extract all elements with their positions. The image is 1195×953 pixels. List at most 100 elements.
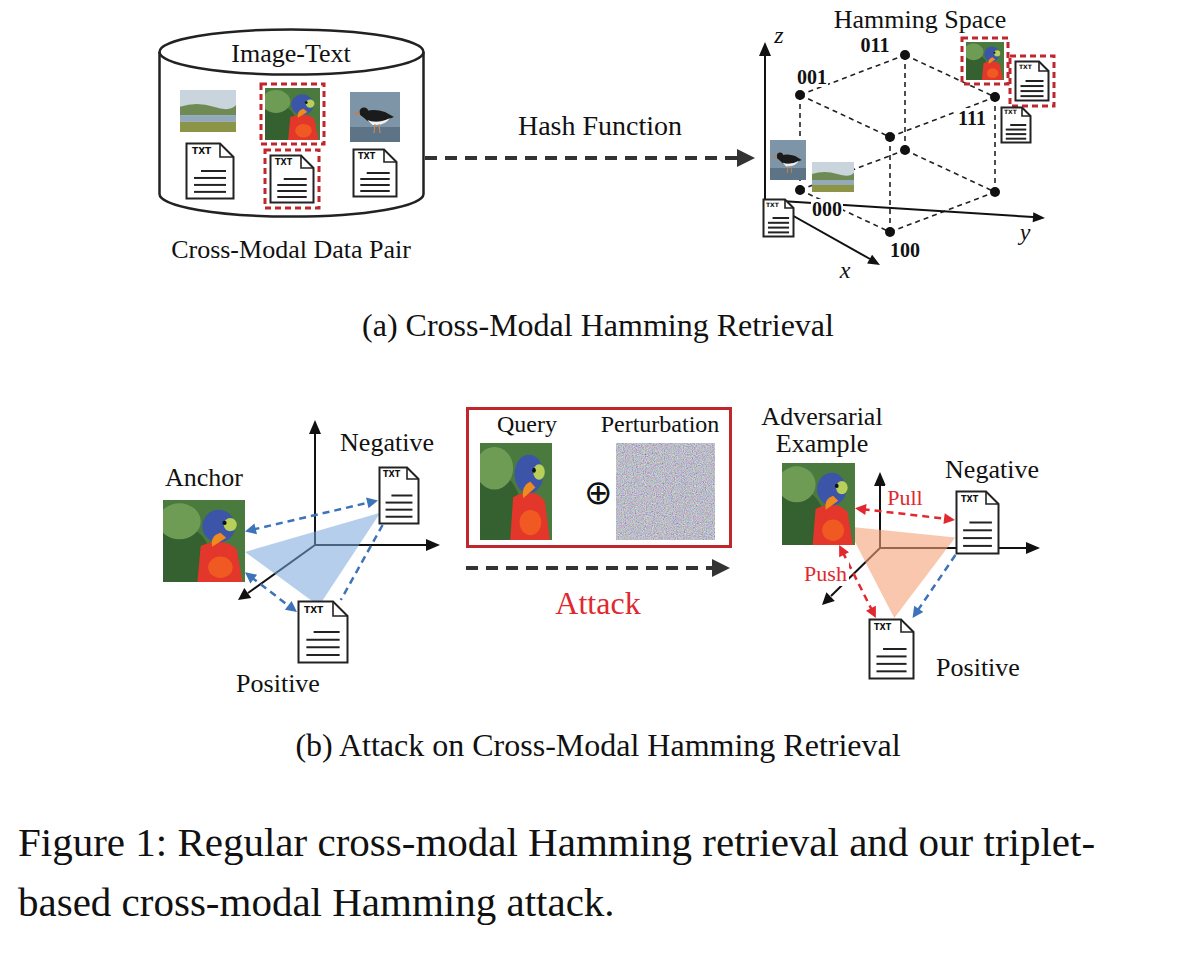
hamming-cube: [904, 55, 906, 150]
document-text-line: [969, 522, 992, 524]
document-fold: [1022, 108, 1031, 117]
document-text-line: [1006, 138, 1026, 140]
hamming-space: Hamming SpaceTXTTXTTXT: [755, 3, 1055, 270]
document-outline: [299, 602, 348, 663]
document-tag: TXT: [358, 153, 375, 162]
triplet-axes-left: [426, 539, 440, 551]
document-text-line: [1020, 85, 1043, 87]
document-outline: [1016, 62, 1049, 101]
document-text-line: [876, 655, 906, 657]
document-tag: TXT: [1004, 109, 1017, 116]
connector-label: Hash Function: [516, 110, 684, 142]
cube-axes: [759, 42, 1045, 265]
document-fold: [384, 150, 397, 163]
vertex-code: 011: [860, 35, 891, 55]
axis-label: z: [774, 22, 783, 50]
triplet-triangle: [847, 527, 955, 618]
document-text-line: [277, 196, 306, 198]
document-text-line: [773, 217, 790, 219]
xor-symbol: ⊕: [584, 473, 612, 512]
connector: [913, 555, 956, 618]
document-text-line: [1020, 95, 1043, 97]
text-document: TXTPositive: [297, 600, 349, 664]
document-tag: TXT: [874, 624, 891, 633]
cube-vertices: [885, 227, 895, 237]
hamming-cube: [800, 95, 890, 137]
hamming-cube: [890, 97, 995, 137]
database-pictures: [261, 84, 324, 144]
arrowhead: [285, 601, 297, 612]
document-text-line: [1010, 124, 1026, 126]
document-fold: [333, 602, 348, 617]
triplet-axes-right: [1026, 542, 1040, 554]
document-text-line: [194, 191, 226, 193]
triplet-axes-left: [314, 434, 316, 545]
document-outline: [354, 150, 397, 197]
document-outline: [764, 200, 794, 237]
hamming-cube: [905, 150, 995, 192]
document-outline: [271, 156, 314, 203]
connector: [425, 149, 755, 167]
connector: [245, 498, 378, 535]
database-caption: Cross-Modal Data Pair: [171, 235, 411, 265]
document-fold: [1039, 62, 1049, 72]
connectors: [245, 149, 955, 618]
connector-line: [252, 502, 370, 530]
cube-axes: [1033, 212, 1045, 222]
arrowhead: [366, 498, 378, 509]
cube-pictures: [770, 38, 1008, 192]
document-outline: [957, 492, 999, 554]
attack-label: Attack: [555, 585, 640, 622]
cube-vertices: [900, 145, 910, 155]
axis-label: x: [839, 258, 852, 282]
text-document: TXTNegative: [955, 490, 1000, 555]
connector: [341, 525, 383, 600]
document-text-line: [1006, 129, 1026, 131]
document-text-line: [1006, 133, 1026, 135]
cube-vertices: [795, 90, 805, 100]
document-text-line: [768, 231, 789, 233]
text-document: TXTPositive: [868, 618, 915, 680]
connector-line: [341, 525, 383, 600]
arrowhead: [943, 513, 955, 524]
cube-axes: [765, 200, 1033, 217]
cube-vertices: [900, 50, 910, 60]
parrot-picture: [782, 463, 855, 545]
subfigure-caption: (b) Attack on Cross-Modal Hamming Retrie…: [295, 727, 900, 764]
database-cylinder: Image-TextCross-Modal Data PairTXTTXTTXT: [158, 28, 425, 218]
axis-label: y: [1019, 220, 1032, 244]
document-outline: [870, 620, 914, 679]
document-text-line: [360, 190, 389, 192]
attack-arrow: [712, 559, 730, 577]
document-text-line: [386, 502, 413, 504]
document-tag: TXT: [383, 471, 400, 480]
role-label: Adversarial Example: [747, 403, 897, 458]
document-text-line: [963, 529, 992, 531]
highlight-box: [1010, 56, 1054, 106]
document-text-line: [963, 545, 992, 547]
document-text-line: [1020, 90, 1043, 92]
connector-label: Pull: [885, 485, 924, 510]
box-heading: Perturbation: [601, 411, 720, 439]
database-pictures: [257, 88, 320, 146]
connector-line: [917, 555, 956, 612]
parrot-picture: [163, 500, 245, 582]
role-label: Positive: [936, 653, 1020, 683]
document-text-line: [963, 537, 992, 539]
vertex-code: 000: [811, 199, 843, 219]
document-fold: [785, 200, 794, 209]
cube-axes: [759, 42, 771, 56]
hamming-cube: [800, 55, 995, 232]
vertex-code: 111: [957, 108, 987, 128]
document-text-line: [768, 222, 789, 224]
role-label: Anchor: [165, 463, 243, 493]
document-outline: [1002, 108, 1031, 143]
cube-vertices: [795, 185, 805, 195]
document-text-line: [201, 170, 226, 172]
document-tag: TXT: [192, 147, 211, 157]
document-tag: TXT: [961, 496, 978, 505]
arrowhead: [245, 524, 257, 535]
document-text-line: [277, 184, 306, 186]
document-text-line: [386, 509, 413, 511]
attack-arrow: [466, 566, 714, 570]
